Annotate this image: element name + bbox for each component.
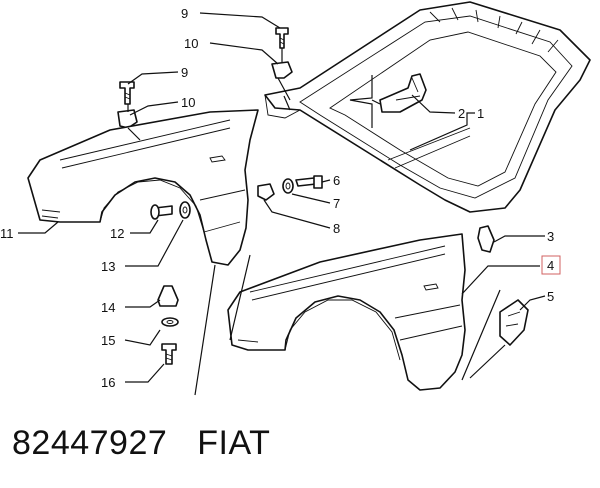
callout-8: 8 — [333, 221, 340, 236]
callout-9-top: 9 — [181, 6, 188, 21]
callout-14: 14 — [101, 300, 115, 315]
assembly-lines — [127, 48, 506, 396]
nut-8 — [257, 183, 275, 201]
callout-1: 1 — [477, 106, 484, 121]
callout-15: 15 — [101, 333, 115, 348]
washer-15 — [161, 317, 179, 327]
part-number: 82447927 — [12, 424, 168, 462]
screw-9-mid — [119, 81, 135, 105]
part-3 — [477, 225, 495, 253]
callout-10-mid: 10 — [181, 95, 195, 110]
left-fender — [27, 109, 259, 266]
bolt-12 — [150, 204, 173, 220]
callout-10-top: 10 — [184, 36, 198, 51]
callout-13: 13 — [101, 259, 115, 274]
washer-13 — [179, 201, 191, 219]
right-fender — [227, 233, 466, 391]
screw-16 — [161, 343, 177, 365]
callout-16: 16 — [101, 375, 115, 390]
brand-name: FIAT — [197, 424, 271, 462]
leader-lines — [18, 12, 546, 383]
washer-7 — [282, 178, 294, 194]
footer-caption: 82447927 FIAT — [12, 424, 300, 463]
callout-2: 2 — [458, 106, 465, 121]
callout-3: 3 — [547, 229, 554, 244]
screw-9-top — [275, 27, 289, 49]
windshield-frame — [264, 1, 591, 213]
callout-9-mid: 9 — [181, 65, 188, 80]
screw-6 — [295, 175, 323, 189]
clip-10-top — [271, 61, 293, 79]
callout-4: 4 — [547, 258, 554, 273]
part-5 — [499, 299, 529, 346]
callout-11: 11 — [0, 226, 14, 241]
callout-6: 6 — [333, 173, 340, 188]
bracket-part-2 — [349, 73, 427, 128]
callout-4-highlight — [541, 255, 561, 275]
callout-7: 7 — [333, 196, 340, 211]
callout-5: 5 — [547, 289, 554, 304]
callout-12: 12 — [110, 226, 124, 241]
clip-14 — [157, 285, 179, 307]
